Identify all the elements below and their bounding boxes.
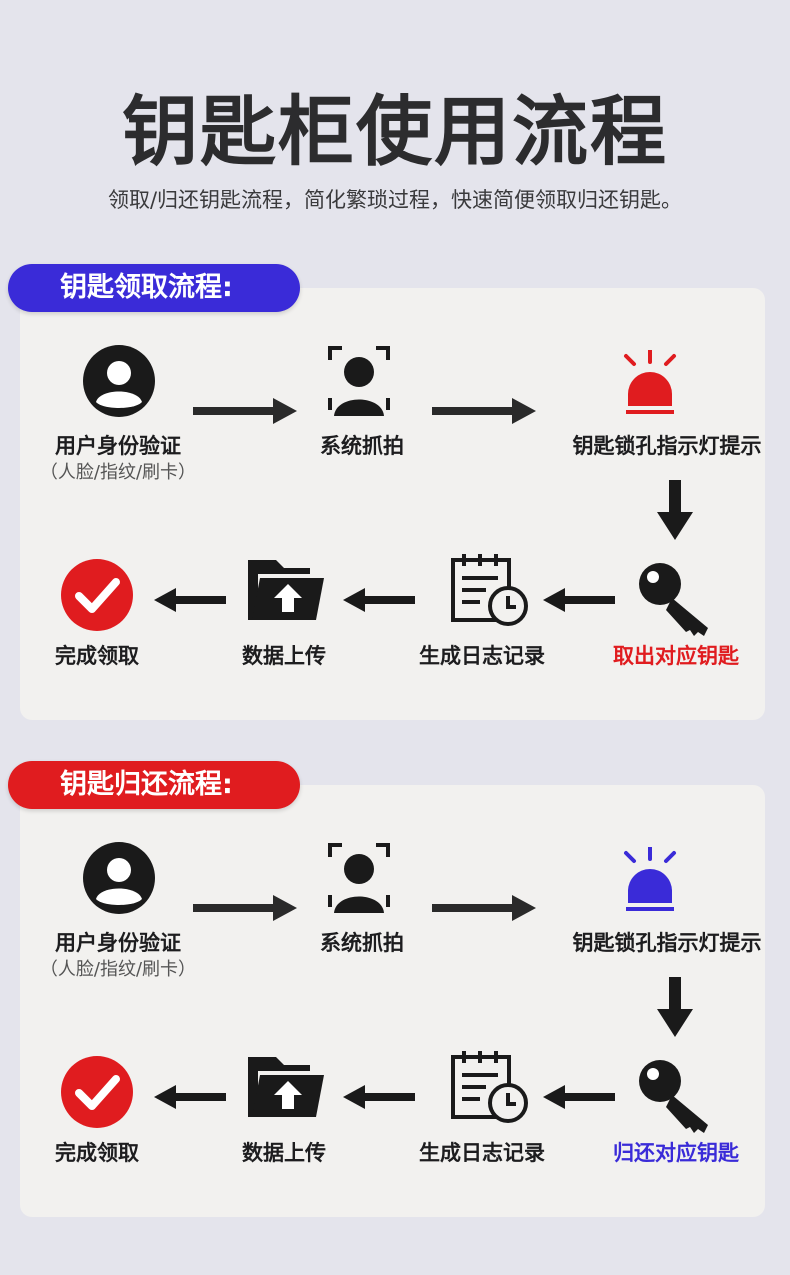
face-scan-icon [328,843,390,913]
key-icon [639,1060,708,1133]
log-calendar-icon [451,1051,528,1123]
step-sublabel-verify: （人脸/指纹/刷卡） [39,462,197,483]
user-circle-icon [83,842,155,914]
arrow-right-icon [432,398,536,424]
step-label-key-action: 归还对应钥匙 [613,1141,739,1165]
step-label-capture: 系统抓拍 [320,434,404,458]
section-title-pill: 钥匙归还流程: [8,761,300,809]
face-scan-icon [328,346,390,416]
step-label-upload: 数据上传 [242,1141,326,1165]
arrow-left-icon [154,1085,226,1109]
arrow-left-icon [543,1085,615,1109]
key-icon [639,563,708,636]
step-label-done: 完成领取 [55,1141,139,1165]
check-circle-icon [61,559,133,631]
arrow-left-icon [343,588,415,612]
step-label-log: 生成日志记录 [419,644,545,668]
page-title: 钥匙柜使用流程 [122,87,668,176]
step-label-done: 完成领取 [55,644,139,668]
step-label-indicator: 钥匙锁孔指示灯提示 [572,931,762,955]
arrow-left-icon [543,588,615,612]
step-label-verify: 用户身份验证 [55,931,181,955]
step-label-verify: 用户身份验证 [55,434,181,458]
arrow-right-icon [193,895,297,921]
arrow-right-icon [193,398,297,424]
alarm-light-icon [624,350,676,414]
alarm-light-icon [624,847,676,911]
arrow-left-icon [343,1085,415,1109]
step-label-upload: 数据上传 [242,644,326,668]
check-circle-icon [61,1056,133,1128]
section-collect: 钥匙领取流程: 用户身份验证 （人脸/指纹/刷卡） 系统抓拍 钥匙锁孔指示灯提示 [0,264,790,724]
arrow-left-icon [154,588,226,612]
step-label-key-action: 取出对应钥匙 [613,644,739,668]
arrow-right-icon [432,895,536,921]
step-sublabel-verify: （人脸/指纹/刷卡） [39,959,197,980]
user-circle-icon [83,345,155,417]
step-label-log: 生成日志记录 [419,1141,545,1165]
folder-upload-icon [248,560,324,620]
section-title-pill: 钥匙领取流程: [8,264,300,312]
arrow-down-icon [657,480,693,540]
page-subtitle: 领取/归还钥匙流程，简化繁琐过程，快速简便领取归还钥匙。 [107,188,683,212]
step-label-capture: 系统抓拍 [320,931,404,955]
log-calendar-icon [451,554,528,626]
arrow-down-icon [657,977,693,1037]
step-label-indicator: 钥匙锁孔指示灯提示 [572,434,762,458]
folder-upload-icon [248,1057,324,1117]
section-return: 钥匙归还流程: 用户身份验证 （人脸/指纹/刷卡） 系统抓拍 钥匙锁孔指示灯提示 [0,761,790,1221]
